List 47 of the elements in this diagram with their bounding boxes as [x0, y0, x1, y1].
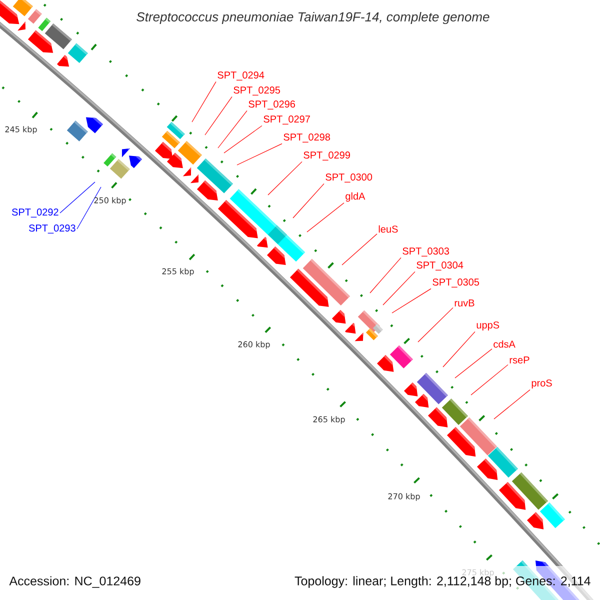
- gene-label: SPT_0296: [248, 100, 296, 110]
- leader-line: [192, 81, 216, 122]
- leader-line: [268, 161, 302, 196]
- leader-line: [204, 96, 232, 136]
- leader-line: [342, 234, 378, 266]
- leader-line: [442, 331, 476, 368]
- gene-label: SPT_0295: [234, 86, 280, 96]
- gene-label: SPT_0292: [12, 208, 58, 218]
- gene-label: cdsA: [494, 340, 516, 348]
- gene-label: leuS: [378, 225, 398, 233]
- gene-label: rseP: [510, 356, 530, 364]
- gene-label: SPT_0297: [264, 116, 310, 124]
- scale-label: 260 kbp: [238, 341, 270, 349]
- leader-line: [418, 307, 454, 342]
- scale-label: 250 kbp: [94, 197, 126, 205]
- map-title: Streptococcus pneumoniae Taiwan19F-14, complete genome: [136, 12, 490, 24]
- scale-label: 255 kbp: [162, 268, 194, 276]
- leader-line: [292, 183, 324, 218]
- leader-line: [76, 186, 102, 230]
- scale-label: 270 kbp: [388, 493, 420, 501]
- leader-line: [382, 271, 416, 306]
- footer-text: Topology: linear; Length: 2,112,148 bp; Genes: 2,114: [294, 576, 590, 588]
- gene-label: SPT_0293: [29, 224, 76, 234]
- gene-label: SPT_0300: [326, 174, 372, 182]
- gene-label: SPT_0294: [218, 72, 264, 80]
- leader-line: [218, 110, 248, 148]
- leader-line: [236, 143, 282, 166]
- gene-label: SPT_0303: [402, 248, 450, 256]
- gene-label: SPT_0299: [304, 152, 350, 160]
- gene-label: proS: [532, 379, 552, 389]
- scale-label: 245 kbp: [5, 126, 37, 134]
- leader-line: [60, 182, 96, 214]
- leader-line: [454, 348, 492, 378]
- leader-line: [224, 125, 262, 154]
- leader-line: [494, 389, 530, 420]
- leader-line: [392, 288, 432, 314]
- gene-label: SPT_0305: [432, 278, 480, 288]
- gene-label: uppS: [476, 321, 500, 331]
- gene-label: ruvB: [454, 300, 474, 306]
- leader-line: [470, 364, 508, 396]
- gene-label: gldA: [346, 192, 366, 202]
- scale-label: 265 kbp: [313, 416, 345, 424]
- gene-label: SPT_0304: [416, 262, 464, 270]
- leader-line: [370, 257, 402, 294]
- leader-line: [306, 202, 344, 232]
- gene-label: SPT_0298: [284, 134, 330, 142]
- footer-text: Accession: NC_012469: [9, 576, 140, 588]
